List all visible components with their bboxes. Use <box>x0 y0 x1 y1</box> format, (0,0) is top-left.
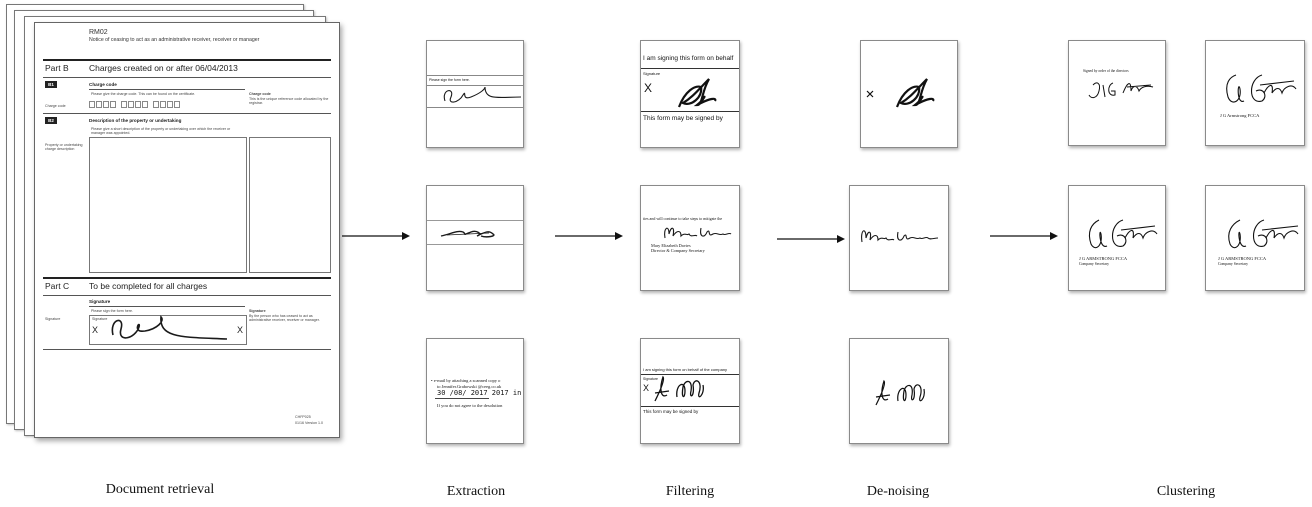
filtering-thumb-2-name: Mary Elizabeth Davies <box>651 243 691 248</box>
form-code: RM02 <box>89 29 108 36</box>
filtering-thumb-3-x: X <box>643 383 650 393</box>
filtering-thumb-2-signature <box>664 227 732 239</box>
clustering-thumb-4-signature <box>1228 219 1299 249</box>
footer-code: CHFP025 <box>295 415 311 419</box>
clustering-thumb-2-name: J G Armstrong FCCA <box>1220 113 1260 118</box>
b2-badge: B2 <box>45 117 57 124</box>
charge-code-side-title: Charge code <box>249 92 271 96</box>
extraction-thumb-3-line3: 30 /08/ 2017 2017 in <box>437 389 522 397</box>
arrow-retrieval-to-extraction <box>342 232 410 240</box>
extraction-thumb-1: Please sign the form here. <box>426 40 524 148</box>
denoising-thumb-1-signature <box>866 78 935 108</box>
arrow-extraction-to-filtering <box>555 232 623 240</box>
extraction-thumb-1-signature <box>443 86 522 103</box>
extraction-thumb-3-line2: to Jennifer.Grabowski @ceeg.co.uk <box>437 384 502 389</box>
signature-box <box>89 315 247 345</box>
charge-code-label: Charge code <box>45 104 66 108</box>
clustering-thumb-2-signature <box>1226 74 1297 103</box>
signature-x-right: X <box>237 325 244 335</box>
clustering-thumb-1-signature <box>1088 82 1154 99</box>
property-label: Property or undertaking charge descripti… <box>45 143 83 151</box>
signature-x-left: X <box>92 325 99 335</box>
extraction-thumb-1-text: Please sign the form here. <box>429 78 470 82</box>
charge-code-side-text: This is the unique reference code alloca… <box>249 97 329 105</box>
extraction-thumb-3-line4: If you do not agree to the desolution <box>437 403 503 408</box>
clustering-thumb-4-role: Company Secretary <box>1218 262 1249 266</box>
label-document-retrieval: Document retrieval <box>105 482 215 497</box>
clustering-thumb-4: J G ARMSTRONG FCCA Company Secretary <box>1205 185 1305 291</box>
denoising-thumb-2-signature <box>861 230 939 243</box>
filtering-thumb-3-top: I am signing this form on behalf of the … <box>643 367 728 372</box>
document-signature-scribble <box>111 315 228 340</box>
label-extraction: Extraction <box>446 484 506 499</box>
filtering-thumb-1-signature <box>677 78 717 108</box>
filtering-thumb-3-sig-label: Signature <box>643 377 658 381</box>
filtering-thumb-1-top: I am signing this form on behalf <box>643 55 734 62</box>
filtering-thumb-1-x: X <box>644 81 653 95</box>
form-subtitle: Notice of ceasing to act as an administr… <box>89 37 260 43</box>
part-c-title: To be completed for all charges <box>89 281 208 291</box>
denoising-thumb-2 <box>849 185 949 291</box>
description-side-box <box>249 137 331 273</box>
denoising-thumb-1 <box>860 40 958 148</box>
signature-label: Signature <box>45 317 61 321</box>
filtering-thumb-3-signature <box>654 375 704 402</box>
arrow-filtering-to-denoising <box>777 235 845 243</box>
extraction-thumb-2 <box>426 185 524 291</box>
footer-version: 01/16 Version 1.0 <box>295 421 323 425</box>
denoising-thumb-3 <box>849 338 949 444</box>
filtering-thumb-1: I am signing this form on behalf Signatu… <box>640 40 740 148</box>
clustering-thumb-4-name: J G ARMSTRONG FCCA <box>1218 256 1267 261</box>
signature-box-label: Signature <box>92 317 108 321</box>
clustering-thumb-1-top: Signed by order of the directors <box>1083 69 1129 73</box>
arrow-denoising-to-clustering <box>990 232 1058 240</box>
clustering-thumb-3: J G ARMSTRONG FCCA Company Secretary <box>1068 185 1166 291</box>
denoising-thumb-3-signature <box>875 379 925 406</box>
label-denoising: De-noising <box>866 484 930 499</box>
part-b-label: Part B <box>45 63 69 73</box>
extraction-thumb-3-line1: • e-mail by attaching a scanned copy o <box>431 378 501 383</box>
filtering-thumb-1-sig-label: Signature <box>643 71 661 76</box>
clustering-thumb-3-signature <box>1088 219 1158 249</box>
part-b-title: Charges created on or after 06/04/2013 <box>89 63 238 73</box>
filtering-thumb-3: I am signing this form on behalf of the … <box>640 338 740 444</box>
document-page-front: RM02 Notice of ceasing to act as an admi… <box>34 22 340 438</box>
clustering-thumb-3-role: Company Secretary <box>1079 262 1110 266</box>
signature-side-title: Signature <box>249 309 266 313</box>
signature-heading: Signature <box>89 299 111 304</box>
extraction-thumb-3: • e-mail by attaching a scanned copy o t… <box>426 338 524 444</box>
label-filtering: Filtering <box>665 484 715 499</box>
label-clustering: Clustering <box>1156 484 1216 499</box>
b1-badge: B1 <box>45 81 57 88</box>
filtering-thumb-2: ties and will continue to take steps to … <box>640 185 740 291</box>
signature-side-text: By the person who has ceased to act as a… <box>249 314 320 322</box>
charge-code-heading: Charge code <box>89 82 117 87</box>
part-c-label: Part C <box>45 281 70 291</box>
description-help: Please give a short description of the p… <box>91 127 231 135</box>
filtering-thumb-1-bottom: This form may be signed by <box>643 115 723 122</box>
extraction-thumb-2-signature <box>440 230 495 238</box>
description-heading: Description of the property or undertaki… <box>89 118 182 123</box>
clustering-thumb-3-name: J G ARMSTRONG FCCA <box>1079 256 1128 261</box>
filtering-thumb-2-role: Director & Company Secretary <box>651 248 705 253</box>
filtering-thumb-2-top: ties and will continue to take steps to … <box>643 216 723 221</box>
clustering-thumb-1: Signed by order of the directors <box>1068 40 1166 146</box>
clustering-thumb-2: J G Armstrong FCCA <box>1205 40 1305 146</box>
charge-code-help: Please give the charge code. This can be… <box>91 92 196 96</box>
description-box <box>89 137 247 273</box>
signature-help: Please sign the form here. <box>91 309 133 313</box>
filtering-thumb-3-bottom: This form may be signed by <box>643 409 699 414</box>
